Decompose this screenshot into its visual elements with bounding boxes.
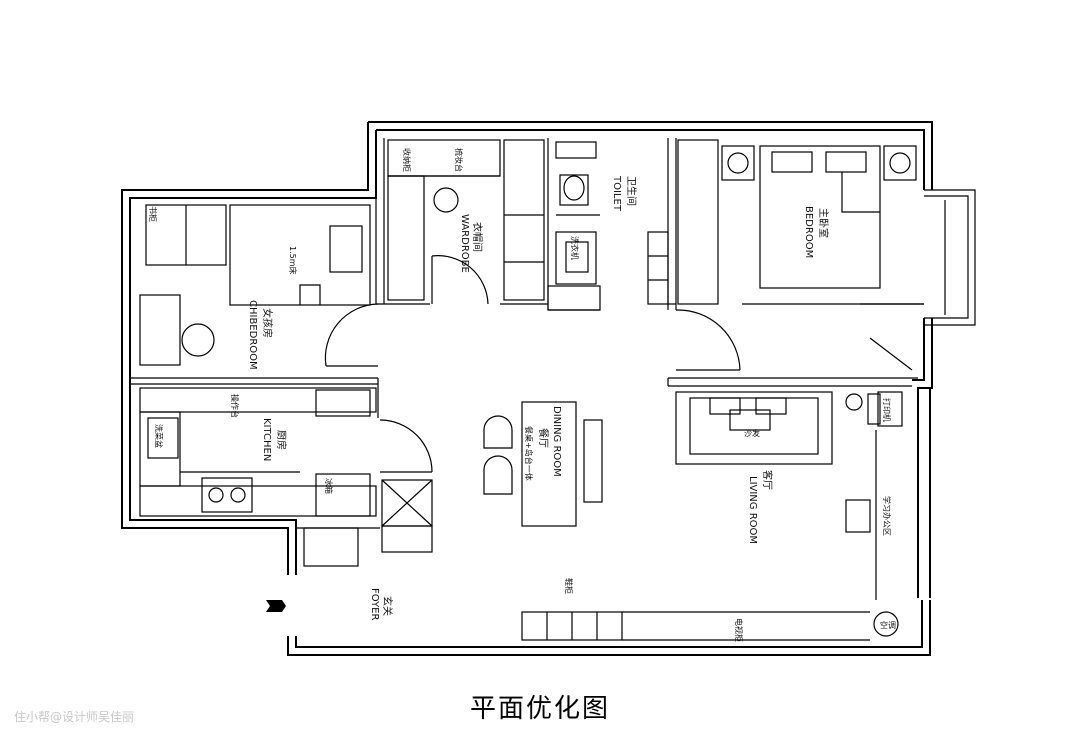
label-kitchen-cn: 厨房: [275, 430, 288, 450]
label-wardrobe-en: WARDROBE: [459, 214, 470, 273]
label-bedroom-en: BEDROOM: [803, 206, 814, 258]
label-childroom-en: CHIBEDROOM: [247, 300, 258, 370]
master-bedroom-furniture: [647, 139, 917, 305]
label-dining-en: DINING ROOM: [551, 406, 562, 477]
label-bedroom-cn: 主卧室: [817, 208, 830, 238]
exterior-walls: [121, 121, 933, 656]
label-living-cn: 客厅: [761, 470, 774, 490]
label-dining-cn: 餐厅: [537, 428, 550, 448]
label-kitchen-en: KITCHEN: [261, 418, 272, 461]
fixture-washer: 洗衣机: [570, 236, 580, 260]
plan-title: 平面优化图: [469, 694, 610, 724]
fixture-shoe: 鞋柜: [564, 578, 574, 594]
label-foyer-cn: 玄关: [381, 596, 394, 616]
label-toilet-cn: 卫生间: [625, 176, 638, 206]
label-foyer-en: FOYER: [369, 588, 380, 621]
fixture-storage: 收纳柜: [402, 148, 412, 172]
wardrobe-furniture: [387, 139, 545, 301]
entry-arrow-icon: [266, 600, 286, 612]
fixture-printer: 打印机: [882, 398, 892, 422]
fixture-sink: 洗菜盆: [154, 424, 164, 448]
fixture-ac: 空调: [880, 620, 896, 630]
dining-furniture: [483, 401, 603, 527]
fixture-vanity: 梳妆台: [454, 148, 464, 172]
interior-walls: [130, 138, 924, 529]
bay-window: [924, 189, 976, 326]
fixture-study: 学习办公区: [882, 496, 892, 536]
fixture-prep-counter: 操作台: [230, 394, 240, 418]
label-toilet-en: TOILET: [611, 175, 622, 212]
fixture-shelf: 书柜: [148, 206, 158, 222]
child-bedroom-furniture: [139, 204, 371, 366]
fixture-bed-child: 1.5m床: [288, 246, 298, 275]
label-childroom-cn: 女孩房: [261, 308, 274, 338]
fixture-fridge: 冰箱: [324, 478, 334, 494]
label-wardrobe-cn: 衣帽间: [471, 222, 484, 252]
kitchen-furniture: [139, 387, 377, 517]
label-living-en: LIVING ROOM: [747, 476, 758, 544]
toilet-fixtures: [547, 141, 601, 311]
fixture-tv-cabinet: 电视柜: [734, 618, 744, 642]
fixture-dining-table: 餐桌+岛台一体: [524, 426, 534, 481]
watermark: 住小帮@设计师吴佳丽: [14, 710, 135, 724]
foyer-furniture: [303, 479, 870, 641]
fixture-sofa: 沙发: [744, 428, 760, 438]
living-furniture: [675, 391, 903, 637]
door-swings: [324, 255, 913, 473]
